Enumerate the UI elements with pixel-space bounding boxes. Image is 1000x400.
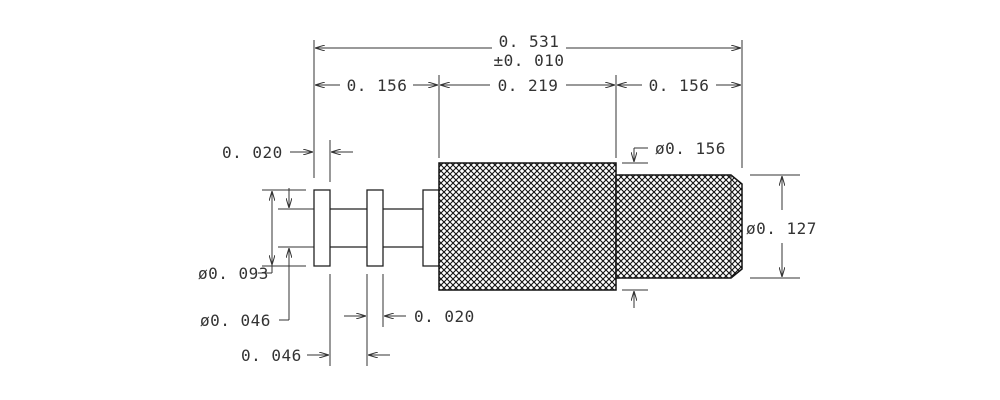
- dim-flange-thickness-top: 0. 020: [222, 143, 353, 162]
- shaft-gap-label: 0. 046: [241, 346, 302, 365]
- dim-tip-dia: ø0. 127: [746, 176, 817, 277]
- dim-knurl-dia: ø0. 156: [634, 139, 726, 308]
- flange-2: [366, 189, 384, 267]
- flange-thickness-top-label: 0. 020: [222, 143, 283, 162]
- seg-right-label: 0. 156: [649, 76, 710, 95]
- seg-left-label: 0. 156: [347, 76, 408, 95]
- dim-shaft-dia: ø0. 046: [200, 188, 289, 330]
- dim-flange-od: ø0. 093: [198, 191, 272, 283]
- flange-od-label: ø0. 093: [198, 264, 269, 283]
- knurl-dia-label: ø0. 156: [655, 139, 726, 158]
- part-body: [313, 162, 743, 291]
- overall-length-label: 0. 531: [499, 32, 560, 51]
- flange-3: [422, 189, 440, 267]
- tip-dia-label: ø0. 127: [746, 219, 817, 238]
- knurled-tip: [615, 174, 743, 279]
- shaft-dia-label: ø0. 046: [200, 311, 271, 330]
- flange-thickness-bottom-label: 0. 020: [414, 307, 475, 326]
- overall-tolerance-label: ±0. 010: [494, 51, 565, 70]
- flange-1: [313, 189, 331, 267]
- dim-overall: 0. 531 ±0. 010: [315, 32, 741, 70]
- dim-shaft-gap: 0. 046: [241, 346, 390, 365]
- knurled-body: [438, 162, 617, 291]
- extension-lines: [262, 40, 800, 366]
- dim-segments: 0. 156 0. 219 0. 156: [315, 76, 741, 95]
- seg-middle-label: 0. 219: [498, 76, 559, 95]
- dim-flange-thickness-bottom: 0. 020: [344, 307, 475, 326]
